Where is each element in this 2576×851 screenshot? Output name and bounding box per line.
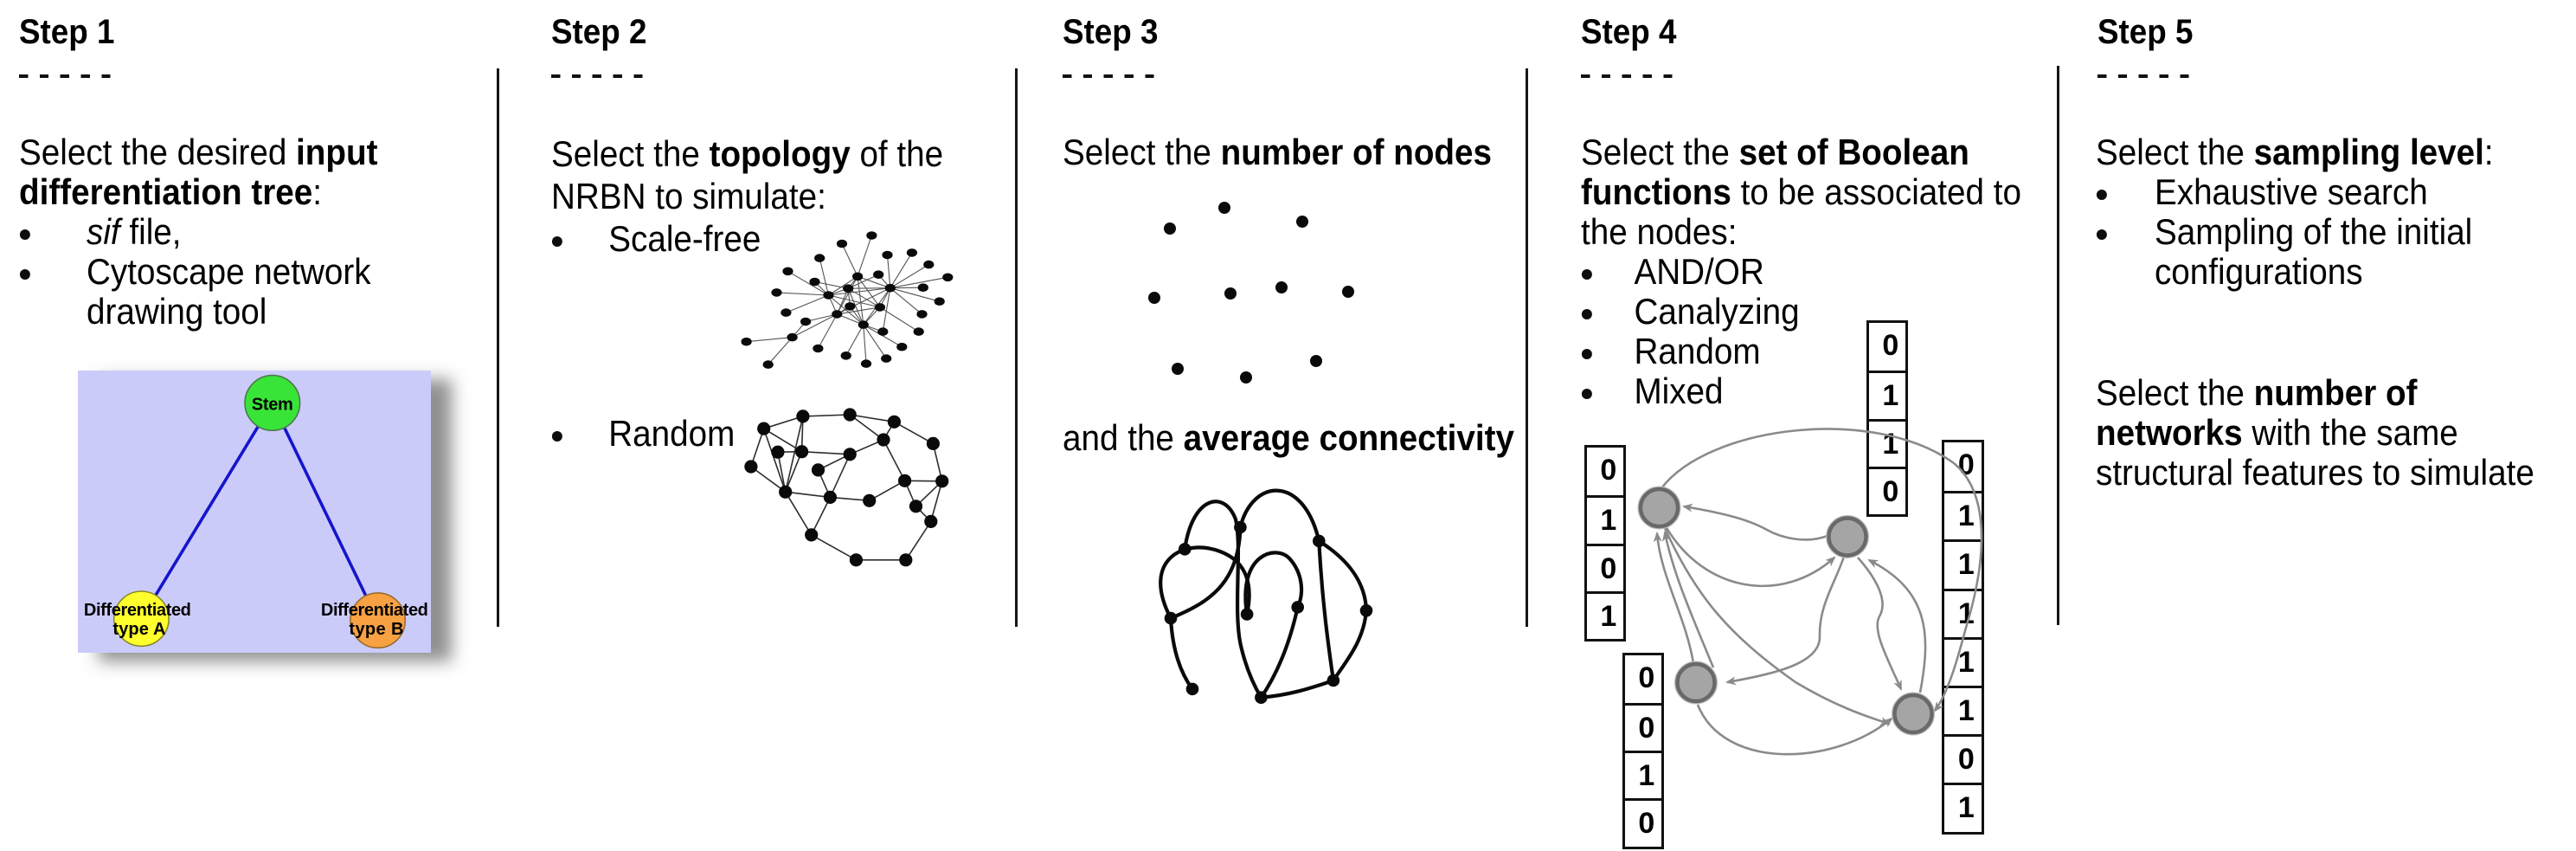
svg-text:Differentiated: Differentiated [83,601,190,620]
svg-text:type A: type A [112,620,165,639]
svg-text:Differentiated: Differentiated [320,601,427,620]
svg-text:type B: type B [349,620,403,639]
svg-text:Stem: Stem [251,395,292,414]
